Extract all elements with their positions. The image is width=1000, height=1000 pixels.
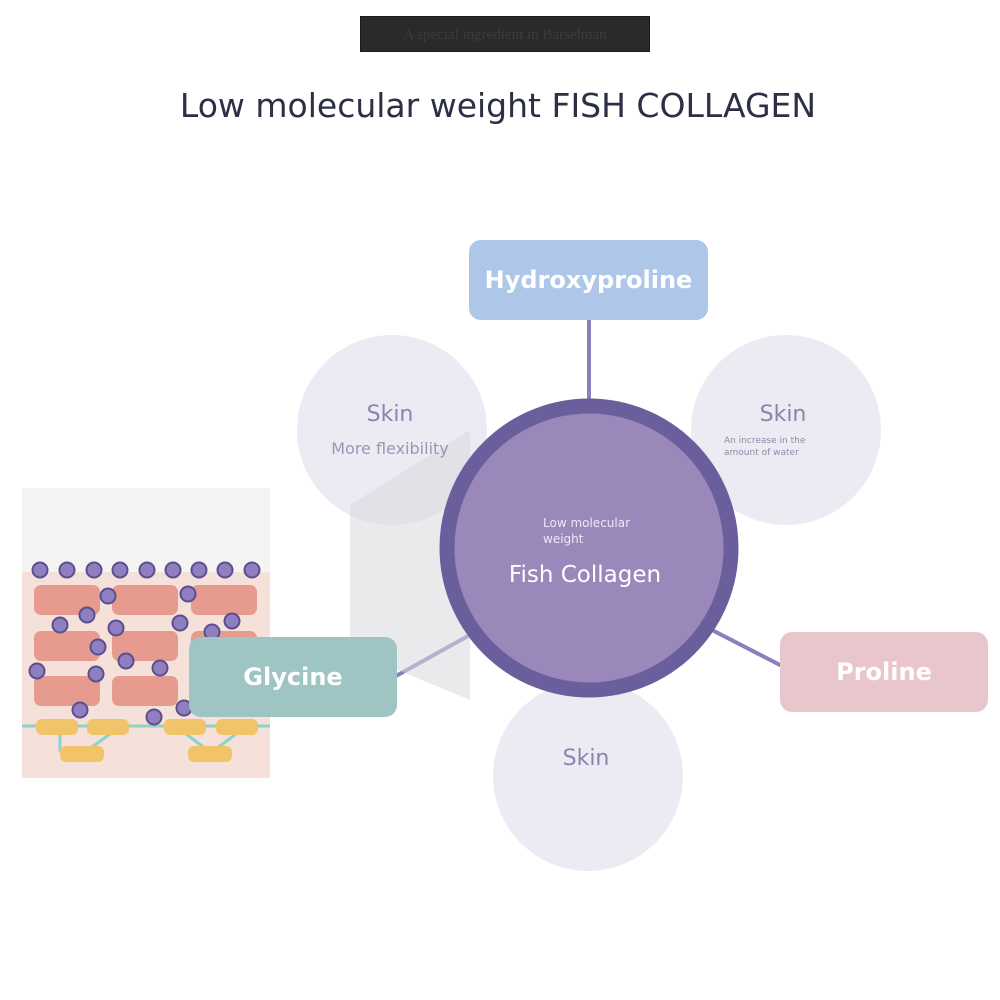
skin-left-text: More flexibility [331,439,449,458]
skin-left-title: Skin [366,402,414,427]
collagen-beads [28,561,261,726]
proline-box: Proline [780,632,988,712]
skin-right-title: Skin [759,402,807,427]
skin-circle-right [691,335,881,525]
center-big-label: Fish Collagen [508,562,662,588]
glycine-box: Glycine [189,637,397,717]
skin-cross-section [22,488,270,778]
skin-right-text: An increase in the amount of water [724,436,806,458]
skin-bottom-title: Skin [562,746,610,771]
skin-circle-bottom [493,681,683,871]
center-small-label: Low molecular weight [543,516,631,546]
connector-proline [711,628,783,668]
skin-base-rods [36,719,258,762]
hydroxyproline-box: Hydroxyproline [469,240,708,320]
page-title: Low molecular weight FISH COLLAGEN [179,86,817,125]
center-circle [439,398,739,698]
magnify-beam [350,430,470,700]
banner: A special ingredient in Barselman [360,16,650,52]
